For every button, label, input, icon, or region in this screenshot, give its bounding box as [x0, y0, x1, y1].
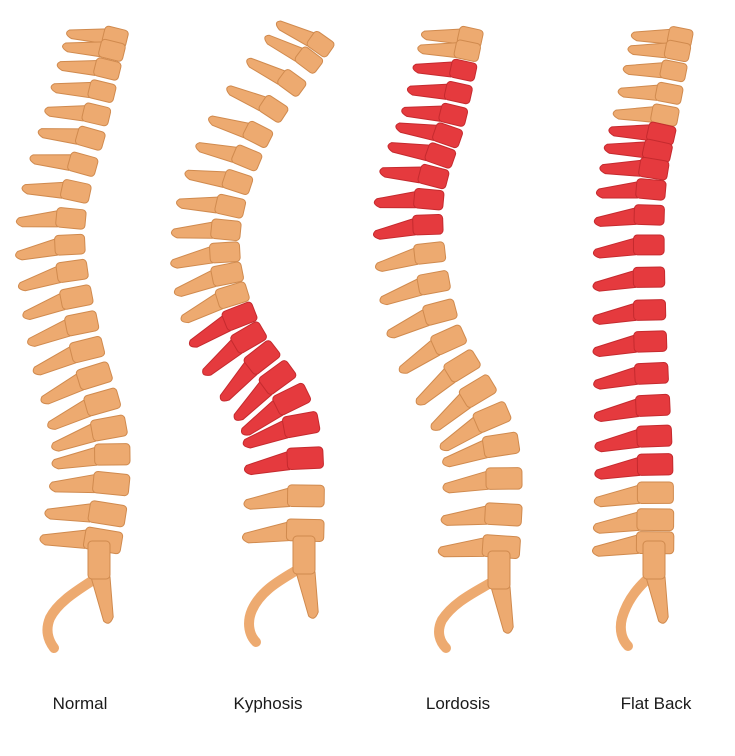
spine-lordosis: [372, 25, 523, 653]
flat-back-vertebra-affected: [594, 424, 673, 453]
kyphosis-vertebra: [246, 57, 307, 97]
lordosis-vertebra: [415, 349, 481, 406]
normal-vertebra: [17, 258, 89, 292]
lordosis-vertebra: [442, 467, 523, 494]
label-lordosis: Lordosis: [425, 694, 491, 713]
flat-back-vertebra: [593, 481, 674, 508]
normal-vertebra: [29, 151, 99, 177]
kyphosis-vertebra: [292, 535, 319, 619]
lordosis-vertebra-affected: [406, 81, 473, 105]
lordosis-vertebra: [398, 324, 467, 374]
label-flat-back: Flat Back: [620, 694, 692, 713]
kyphosis-vertebra: [170, 241, 241, 269]
kyphosis-vertebra: [208, 115, 274, 148]
lordosis-vertebra: [430, 374, 497, 431]
lordosis-vertebra-affected: [373, 187, 445, 211]
normal-vertebra: [27, 310, 100, 347]
flat-back-vertebra: [627, 39, 692, 63]
flat-back-vertebra: [622, 59, 688, 83]
flat-back-vertebra-affected: [593, 393, 671, 422]
flat-back-vertebra-affected: [592, 299, 667, 325]
lordosis-vertebra: [417, 39, 482, 62]
kyphosis-vertebra-affected: [240, 382, 312, 436]
normal-vertebra: [51, 414, 128, 452]
normal-vertebra: [51, 443, 131, 470]
flat-back-vertebra: [617, 81, 684, 105]
normal-vertebra: [37, 125, 106, 151]
lordosis-vertebra: [442, 431, 521, 468]
flat-back-vertebra-affected: [603, 138, 673, 163]
lordosis-vertebra: [386, 298, 458, 339]
normal-vertebra: [44, 102, 112, 127]
kyphosis-vertebra: [226, 85, 289, 123]
lordosis-vertebra: [379, 270, 451, 306]
flat-back-vertebra-affected: [592, 266, 666, 292]
lordosis-vertebra-affected: [387, 142, 457, 169]
kyphosis-vertebra: [195, 142, 263, 172]
kyphosis-vertebra: [264, 34, 324, 74]
flat-back-vertebra: [592, 508, 675, 534]
kyphosis-vertebra-affected: [219, 340, 281, 402]
kyphosis-vertebra-affected: [202, 321, 267, 376]
kyphosis-vertebra: [180, 281, 250, 324]
normal-vertebra: [56, 57, 122, 81]
lordosis-vertebra: [440, 502, 523, 527]
normal-vertebra: [62, 38, 126, 62]
kyphosis-vertebra: [176, 193, 247, 219]
normal-vertebra: [47, 387, 121, 430]
kyphosis-vertebra: [184, 169, 254, 195]
flat-back-vertebra-affected: [608, 121, 677, 146]
normal-vertebra: [21, 179, 92, 204]
lordosis-sacrum: [434, 575, 500, 653]
kyphosis-vertebra-affected: [242, 411, 321, 449]
label-kyphosis: Kyphosis: [233, 694, 303, 713]
kyphosis-sacrum: [244, 563, 305, 647]
flat-back-vertebra-affected: [599, 156, 670, 181]
spine-kyphosis: [170, 20, 335, 647]
kyphosis-vertebra-affected: [244, 446, 324, 476]
label-normal: Normal: [52, 694, 108, 713]
spine-normal: [15, 25, 131, 653]
kyphosis-vertebra-affected: [188, 301, 258, 348]
lordosis-vertebra-affected: [372, 213, 444, 240]
flat-back-vertebra-affected: [592, 330, 668, 357]
normal-vertebra: [22, 284, 94, 321]
flat-back-vertebra: [642, 540, 669, 624]
normal-vertebra: [50, 79, 117, 103]
kyphosis-vertebra: [275, 20, 335, 58]
flat-back-vertebra-affected: [593, 362, 669, 390]
flat-back-sacrum: [615, 570, 657, 651]
lordosis-vertebra: [439, 401, 512, 452]
kyphosis-vertebra: [173, 261, 244, 297]
kyphosis-vertebra: [170, 218, 242, 242]
kyphosis-vertebra-affected: [233, 360, 297, 421]
normal-vertebra: [44, 500, 128, 528]
lordosis-vertebra-affected: [395, 122, 463, 149]
lordosis-vertebra-affected: [379, 163, 450, 190]
normal-vertebra: [15, 233, 86, 261]
normal-vertebra: [87, 540, 114, 624]
lordosis-vertebra-affected: [401, 102, 469, 127]
normal-vertebra: [40, 361, 113, 405]
lordosis-vertebra-affected: [412, 58, 478, 82]
normal-vertebra: [49, 471, 131, 497]
spine-flat-back: [592, 26, 694, 651]
flat-back-vertebra-affected: [593, 204, 665, 227]
flat-back-vertebra-affected: [595, 178, 667, 201]
flat-back-vertebra-affected: [594, 453, 674, 480]
lordosis-vertebra: [487, 550, 514, 634]
kyphosis-vertebra: [243, 484, 325, 510]
flat-back-vertebra-affected: [592, 234, 665, 259]
normal-vertebra: [32, 335, 106, 376]
normal-vertebra: [15, 207, 87, 230]
normal-sacrum: [42, 570, 105, 653]
lordosis-vertebra: [375, 241, 447, 272]
